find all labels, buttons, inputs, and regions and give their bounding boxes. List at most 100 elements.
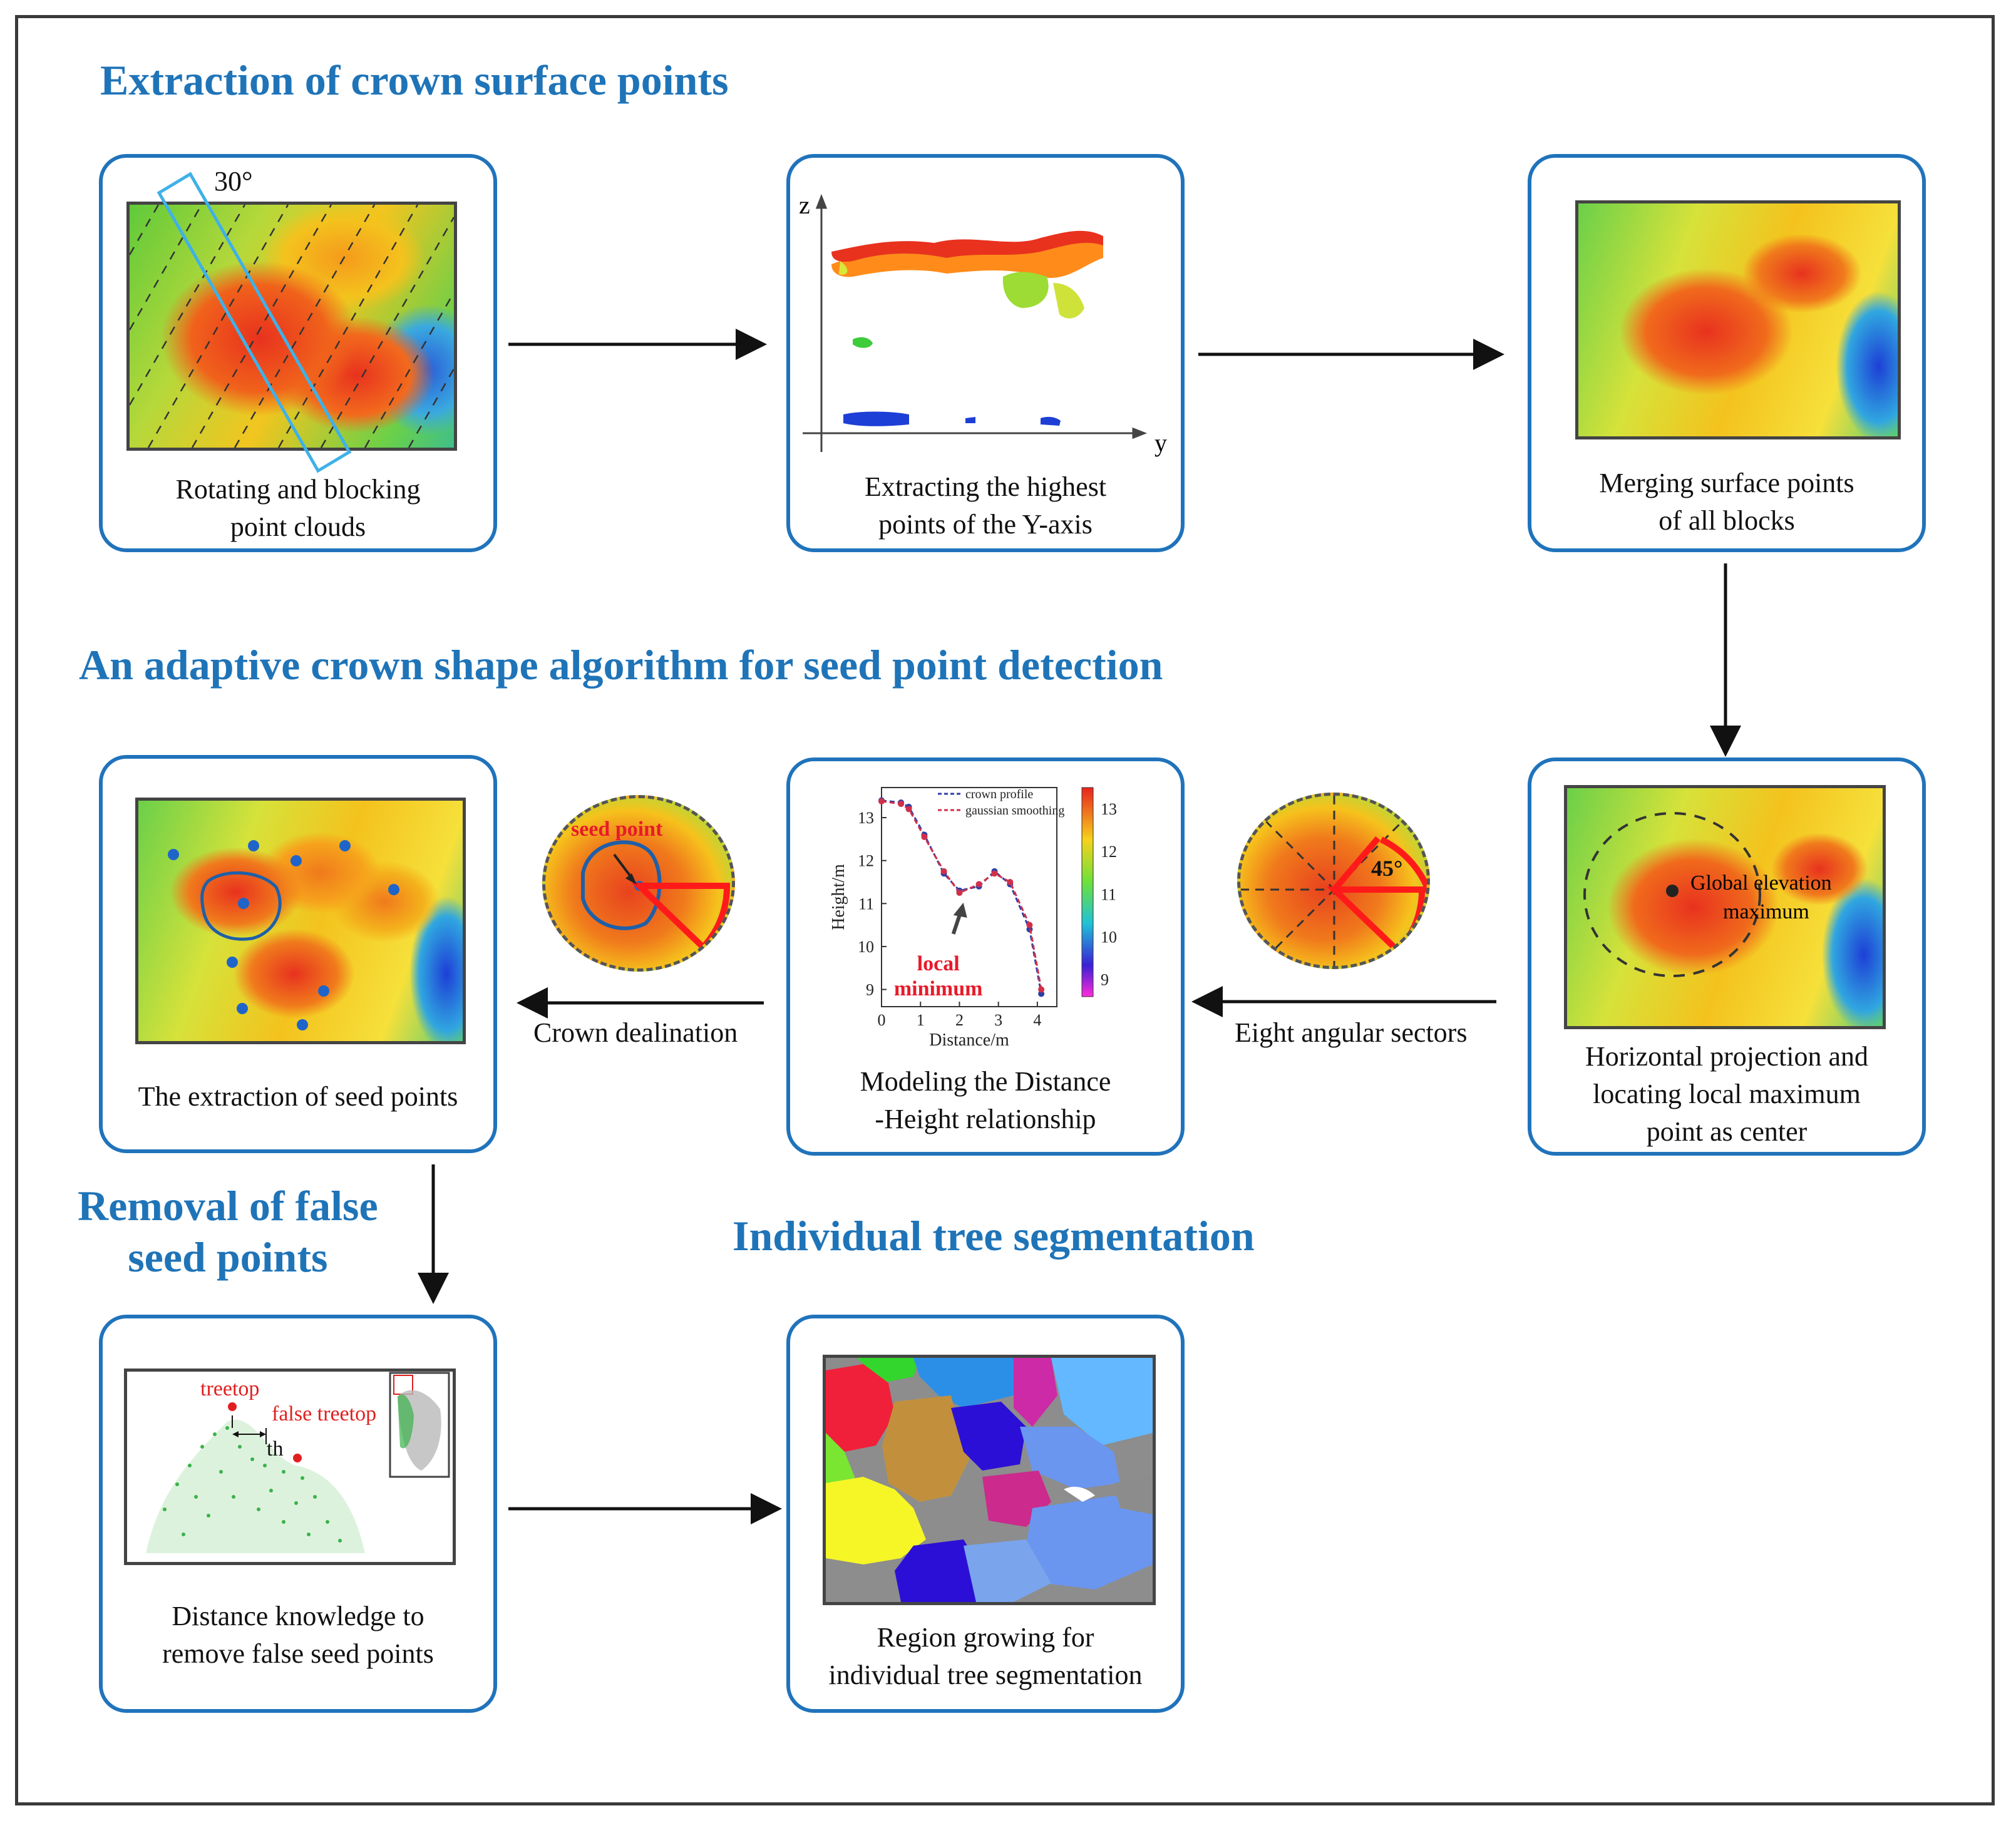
x-tick-label-3: 3 bbox=[994, 1011, 1002, 1029]
rotation-block-outline bbox=[157, 172, 352, 473]
figure-frame bbox=[15, 15, 1995, 1805]
crown-dealination-label: Crown dealination bbox=[533, 1017, 738, 1048]
section-title-removal-line1: Removal of false bbox=[78, 1182, 378, 1230]
x-tick-label-1: 1 bbox=[917, 1011, 925, 1029]
global-max-label-line2: maximum bbox=[1723, 900, 1809, 923]
false-treetop-panel bbox=[124, 1369, 456, 1565]
card-distance-caption: Distance knowledge to remove false seed … bbox=[103, 1598, 493, 1673]
card-rotate-blocking: 30° Rotating and blocking point clouds bbox=[99, 154, 497, 552]
card-highest-caption-line2: points of the Y-axis bbox=[878, 508, 1093, 540]
colorbar-tick-3: 12 bbox=[1101, 843, 1117, 861]
x-axis-label: Distance/m bbox=[929, 1030, 1009, 1050]
card-rotate-caption: Rotating and blocking point clouds bbox=[103, 471, 493, 546]
eight-sector-circle bbox=[1237, 793, 1430, 969]
series-1-point-4 bbox=[940, 868, 947, 875]
card-region-caption-line2: individual tree segmentation bbox=[828, 1659, 1143, 1690]
colorbar-tick-1: 10 bbox=[1101, 928, 1117, 947]
block-grid-lines bbox=[130, 205, 454, 448]
card-merge-surface: Merging surface points of all blocks bbox=[1528, 154, 1926, 552]
axis-z-label: z bbox=[799, 191, 810, 219]
series-1-point-6 bbox=[975, 881, 982, 888]
horizontal-projection-image bbox=[1564, 785, 1886, 1029]
search-window-circle bbox=[1583, 812, 1761, 977]
y-tick-label-3: 12 bbox=[858, 852, 874, 870]
series-1-point-0 bbox=[878, 798, 885, 804]
colorbar bbox=[1081, 787, 1094, 997]
card-model-caption: Modeling the Distance -Height relationsh… bbox=[790, 1063, 1181, 1138]
treetop-label: treetop bbox=[200, 1377, 260, 1400]
card-extract-highest: z y Extracting the highest points of the… bbox=[786, 154, 1185, 552]
seed-point-markers bbox=[168, 840, 399, 1030]
x-tick-label-2: 2 bbox=[955, 1011, 964, 1029]
rotated-point-cloud-image bbox=[126, 202, 457, 451]
card-horizontal-caption-line1: Horizontal projection and bbox=[1585, 1041, 1869, 1072]
segmentation-result-image bbox=[823, 1355, 1156, 1605]
card-seed-extraction: The extraction of seed points bbox=[99, 755, 497, 1153]
card-model-caption-line2: -Height relationship bbox=[875, 1103, 1096, 1134]
card-model-caption-line1: Modeling the Distance bbox=[860, 1066, 1111, 1097]
series-1-point-7 bbox=[991, 870, 998, 877]
series-1-point-2 bbox=[905, 806, 912, 813]
axis-y-label: y bbox=[1155, 429, 1167, 457]
threshold-label: th bbox=[267, 1437, 284, 1461]
card-distance-caption-line1: Distance knowledge to bbox=[172, 1601, 424, 1631]
section-title-removal: Removal of false seed points bbox=[78, 1181, 378, 1283]
section-title-adaptive: An adaptive crown shape algorithm for se… bbox=[79, 641, 1163, 689]
card-highest-caption: Extracting the highest points of the Y-a… bbox=[790, 468, 1181, 543]
card-horizontal-caption-line2: locating local maximum bbox=[1593, 1078, 1861, 1109]
colorbar-tick-4: 13 bbox=[1101, 800, 1117, 818]
section-title-segmentation: Individual tree segmentation bbox=[733, 1212, 1255, 1260]
card-seeds-caption-line1: The extraction of seed points bbox=[138, 1081, 458, 1112]
legend-label-0: crown profile bbox=[965, 788, 1033, 801]
sector-angle-label: 45° bbox=[1371, 856, 1403, 881]
y-tick-label-4: 13 bbox=[858, 809, 874, 827]
card-horizontal-caption-line3: point as center bbox=[1646, 1116, 1808, 1147]
y-tick-label-0: 9 bbox=[866, 981, 874, 999]
card-horizontal-caption: Horizontal projection and locating local… bbox=[1531, 1038, 1922, 1150]
profile-plot bbox=[803, 193, 1148, 452]
y-tick-label-2: 11 bbox=[858, 895, 874, 913]
y-tick-label-1: 10 bbox=[858, 938, 874, 956]
global-max-label-line1: Global elevation bbox=[1690, 871, 1832, 895]
series-1-point-3 bbox=[921, 833, 928, 840]
eight-sectors-label: Eight angular sectors bbox=[1235, 1017, 1468, 1048]
rotation-angle-label: 30° bbox=[214, 166, 253, 197]
card-remove-false-seeds: treetop false treetop th Distance knowle… bbox=[99, 1315, 497, 1713]
section-title-extraction: Extraction of crown surface points bbox=[100, 56, 729, 104]
card-horizontal-projection: Global elevation maximum Horizontal proj… bbox=[1528, 757, 1926, 1156]
series-1-point-10 bbox=[1038, 986, 1045, 993]
card-rotate-caption-line2: point clouds bbox=[230, 511, 366, 542]
x-tick-label-0: 0 bbox=[878, 1011, 886, 1029]
colorbar-tick-2: 11 bbox=[1101, 885, 1116, 903]
annotation-arrow-head bbox=[953, 902, 967, 918]
crown-delineation-circle bbox=[542, 795, 735, 972]
treetop-scatter bbox=[146, 1372, 450, 1553]
card-region-caption-line1: Region growing for bbox=[877, 1622, 1094, 1653]
annotation-line2: minimum bbox=[894, 977, 983, 1000]
y-axis-label: Height/m bbox=[829, 864, 848, 930]
card-seeds-caption: The extraction of seed points bbox=[103, 1078, 493, 1116]
chart-plot-area bbox=[881, 787, 1057, 1007]
card-rotate-caption-line1: Rotating and blocking bbox=[175, 474, 421, 505]
legend-label-1: gaussian smoothing bbox=[965, 804, 1064, 818]
card-region-growing: Region growing for individual tree segme… bbox=[786, 1315, 1185, 1713]
annotation-line1: local bbox=[917, 952, 960, 975]
series-1-point-9 bbox=[1026, 922, 1033, 928]
x-tick-label-4: 4 bbox=[1033, 1011, 1041, 1029]
series-1-point-1 bbox=[898, 801, 905, 808]
card-merge-caption-line1: Merging surface points bbox=[1599, 468, 1854, 498]
seed-point-label: seed point bbox=[571, 818, 663, 841]
section-title-removal-line2: seed points bbox=[128, 1233, 328, 1281]
merged-surface-image bbox=[1575, 200, 1901, 439]
colorbar-tick-0: 9 bbox=[1101, 971, 1109, 989]
seed-points-image bbox=[135, 798, 466, 1044]
card-highest-caption-line1: Extracting the highest bbox=[864, 471, 1107, 502]
segmented-tree-regions bbox=[826, 1358, 1153, 1602]
card-region-caption: Region growing for individual tree segme… bbox=[790, 1619, 1181, 1694]
series-1-point-8 bbox=[1007, 878, 1014, 885]
angular-sector-lines bbox=[1240, 796, 1427, 966]
card-merge-caption-line2: of all blocks bbox=[1659, 505, 1795, 536]
